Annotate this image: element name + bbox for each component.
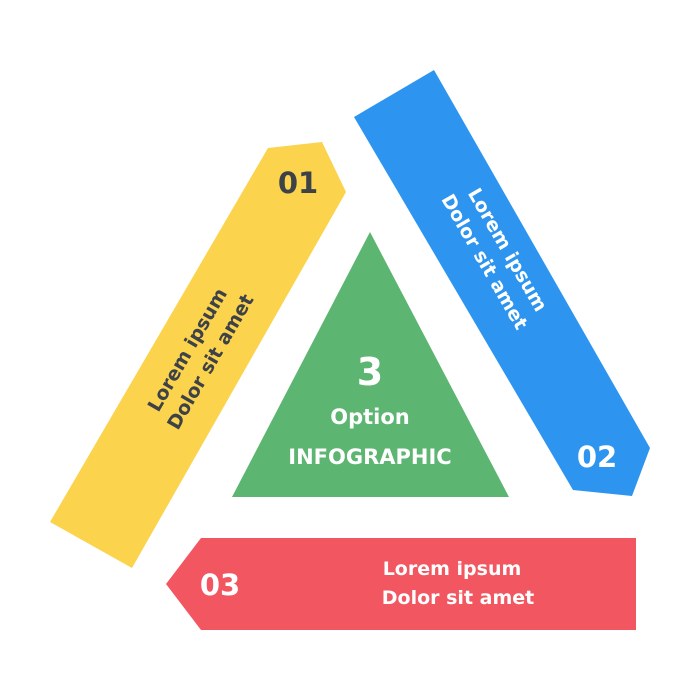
option-02-banner: Lorem ipsum Dolor sit amet 02 <box>354 70 650 496</box>
option-02-number: 02 <box>577 440 617 474</box>
center-option-label: Option <box>330 405 410 429</box>
center-triangle: 3 Option INFOGRAPHIC <box>232 232 509 497</box>
option-03-number: 03 <box>200 568 240 602</box>
option-01-number: 01 <box>278 166 318 200</box>
option-01-banner: 01 Lorem ipsum Dolor sit amet <box>50 142 346 568</box>
center-infographic-label: INFOGRAPHIC <box>288 445 451 469</box>
option-03-banner: 03 Lorem ipsum Dolor sit amet <box>166 538 636 630</box>
option-03-text-line1: Lorem ipsum <box>383 558 522 580</box>
option-03-text-line2: Dolor sit amet <box>382 587 534 609</box>
center-triangle-shape <box>232 232 509 497</box>
center-number: 3 <box>357 350 383 394</box>
option-02-arrow-shape <box>354 70 650 496</box>
option-01-arrow-shape <box>50 142 346 568</box>
option-03-arrow-shape <box>166 538 636 630</box>
